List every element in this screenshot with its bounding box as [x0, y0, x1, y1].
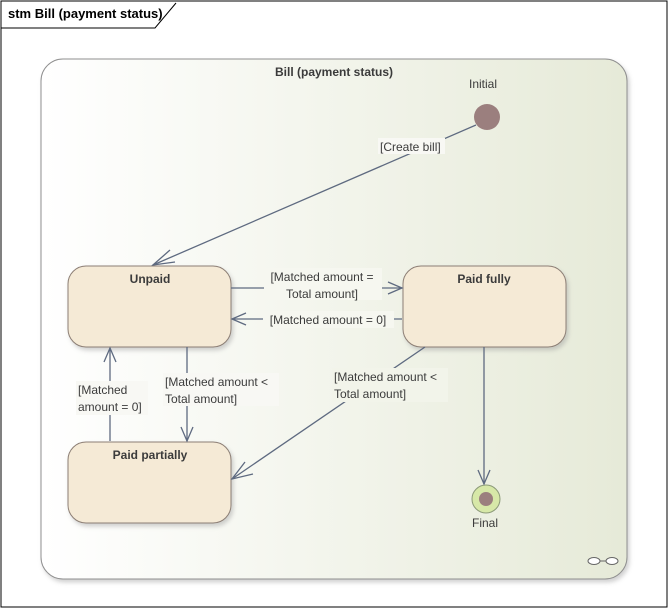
transition-paid-fully-to-final[interactable] — [477, 347, 491, 486]
guard-unpaid-to-paid-partially-bg — [163, 373, 279, 406]
link-icon — [587, 557, 619, 565]
final-label: Final — [472, 516, 498, 530]
guard-paid-fully-to-paid-partially-line1: [Matched amount < — [334, 370, 437, 384]
guard-unpaid-to-paid-partially-line2: Total amount] — [165, 392, 237, 406]
guard-unpaid-to-paid-partially-line1: [Matched amount < — [165, 375, 268, 389]
frame-title: stm Bill (payment status) — [8, 6, 163, 21]
state-paid-partially-title: Paid partially — [113, 448, 188, 462]
frame-title-tab — [1, 2, 177, 29]
guard-paid-partially-to-unpaid-line1: [Matched — [78, 383, 127, 397]
guard-paid-partially-to-unpaid-bg — [76, 381, 148, 415]
guard-unpaid-to-paid-fully-line2: Total amount] — [286, 287, 358, 301]
state-paid-fully-title: Paid fully — [457, 272, 511, 286]
guard-unpaid-to-paid-fully-line1: [Matched amount = — [270, 270, 373, 284]
state-unpaid[interactable] — [67, 265, 232, 348]
guard-paid-fully-to-unpaid: [Matched amount = 0] — [270, 313, 386, 327]
guard-unpaid-to-paid-fully-bg — [264, 268, 382, 300]
composite-state-title: Bill (payment status) — [275, 65, 393, 79]
guard-paid-fully-to-paid-partially-line2: Total amount] — [334, 387, 406, 401]
guard-create-bill-bg — [378, 138, 445, 154]
guard-create-bill: [Create bill] — [380, 140, 441, 154]
final-node-dot — [479, 492, 493, 506]
state-unpaid-title: Unpaid — [130, 272, 171, 286]
guard-paid-fully-to-paid-partially-bg — [332, 368, 448, 402]
guard-paid-fully-to-unpaid-bg — [263, 311, 394, 328]
state-paid-partially[interactable] — [67, 441, 232, 524]
initial-node[interactable] — [474, 104, 500, 130]
guard-paid-partially-to-unpaid-line2: amount = 0] — [78, 400, 142, 414]
initial-label: Initial — [469, 77, 497, 91]
